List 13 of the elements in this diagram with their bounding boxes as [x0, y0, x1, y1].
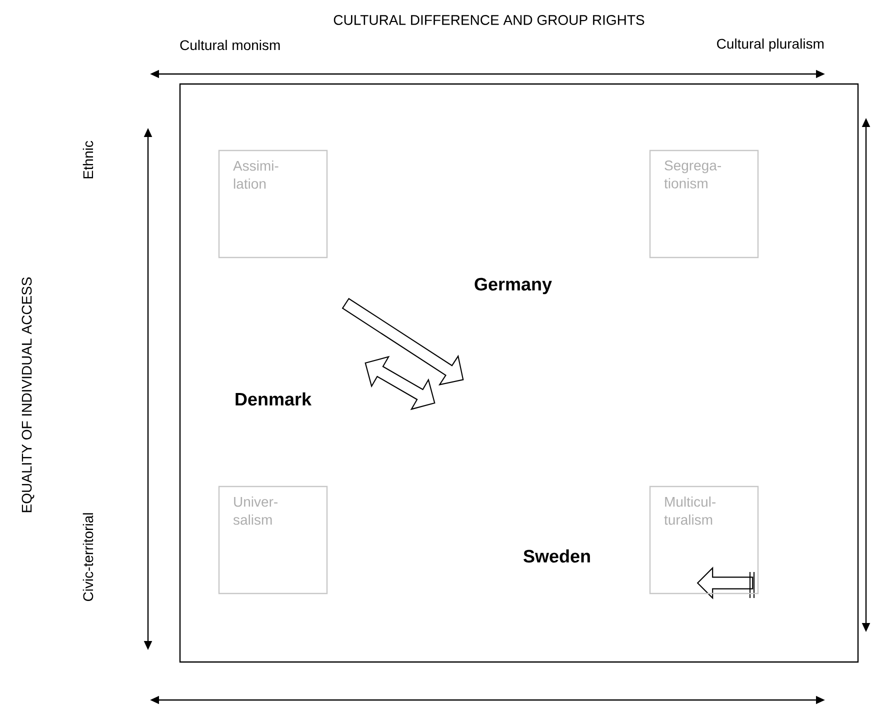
category-box: Assimi- lation [218, 150, 328, 258]
category-box: Univer- salism [218, 486, 328, 594]
category-box: Multicul- turalism [649, 486, 759, 594]
category-box: Segrega- tionism [649, 150, 759, 258]
axis-title: EQUALITY OF INDIVIDUAL ACCESS [22, 277, 34, 512]
country-label: Denmark [236, 392, 312, 406]
country-label: Germany [474, 278, 552, 294]
axis-title: CULTURAL DIFFERENCE AND GROUP RIGHTS [334, 15, 644, 25]
axis-label: Cultural monism [180, 40, 280, 50]
axis-label: Civic-territorial [82, 513, 94, 602]
country-label: Sweden [524, 549, 590, 563]
axis-label: Ethnic [82, 140, 94, 178]
axis-label: Cultural pluralism [717, 38, 824, 52]
